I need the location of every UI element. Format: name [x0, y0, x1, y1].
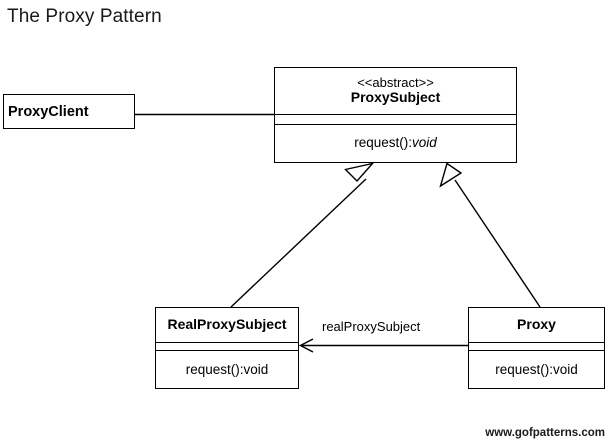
class-stereotype-proxysubject: <<abstract>>	[357, 74, 434, 90]
generalization-arrowhead-realproxysubject	[344, 162, 375, 183]
class-box-realproxysubject[interactable]: RealProxySubject request():void	[155, 307, 299, 389]
class-name-proxy: Proxy	[469, 308, 604, 342]
generalization-line-realproxysubject	[230, 178, 367, 308]
class-attributes-proxy	[469, 342, 604, 350]
class-name-realproxysubject: RealProxySubject	[156, 308, 298, 342]
page-title: The Proxy Pattern	[7, 6, 162, 27]
class-name-proxysubject: ProxySubject	[350, 89, 441, 106]
class-operations-realproxysubject: request():void	[156, 350, 298, 387]
operation-type-proxysubject: void	[412, 135, 437, 150]
association-arrowhead-realproxysubject	[298, 338, 314, 353]
class-name-proxyclient: ProxyClient	[4, 95, 134, 128]
class-attributes-proxysubject	[275, 114, 516, 124]
generalization-arrowhead-proxy	[439, 162, 463, 188]
class-operations-proxy: request():void	[469, 350, 604, 387]
association-label-realproxysubject: realProxySubject	[322, 319, 421, 334]
class-box-proxyclient[interactable]: ProxyClient	[3, 94, 135, 129]
class-operations-proxysubject: request():void	[275, 124, 516, 160]
class-box-proxy[interactable]: Proxy request():void	[468, 307, 605, 389]
footer-watermark: www.gofpatterns.com	[485, 427, 605, 439]
class-attributes-realproxysubject	[156, 342, 298, 350]
operation-name-proxysubject: request():	[354, 135, 412, 150]
class-header-proxysubject: <<abstract>> ProxySubject	[275, 68, 516, 114]
generalization-line-proxy	[454, 179, 541, 308]
class-box-proxysubject[interactable]: <<abstract>> ProxySubject request():void	[274, 67, 517, 163]
